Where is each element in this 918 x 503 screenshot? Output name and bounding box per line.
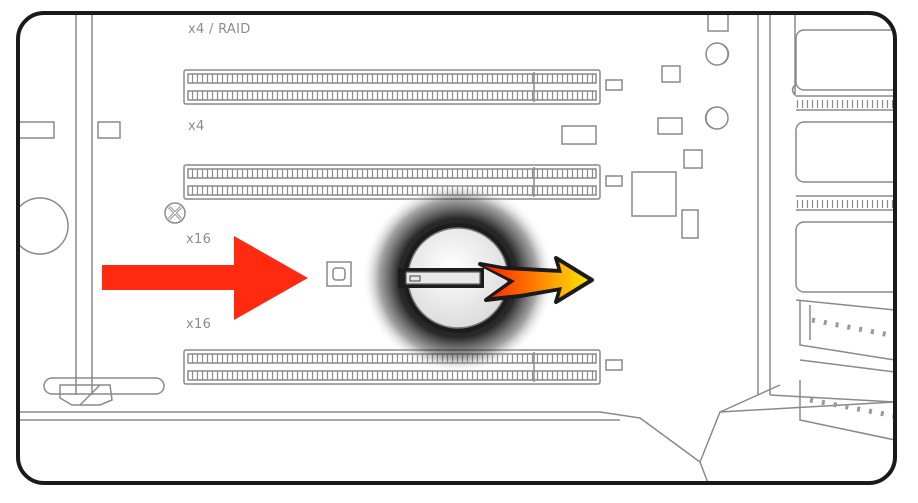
slot-label-x16-lower: x16 [186,317,212,332]
pcie-slot-2 [183,164,623,200]
small-component [326,261,352,287]
bottom-tray [18,384,895,483]
left-tab [18,121,55,139]
slot-label-x16-upper: x16 [186,232,212,247]
screw-icon [164,202,186,224]
left-circle [18,197,69,255]
board-components [561,13,730,239]
right-chassis [757,13,895,441]
slot-label-x4: x4 [188,119,205,134]
coin-battery-icon [398,223,513,333]
pcie-slot-1 [183,69,623,105]
left-rail [43,13,165,406]
red-arrow-icon [102,236,308,320]
orange-arrow-icon [478,256,594,304]
slot-label-x4-raid: x4 / RAID [188,22,251,37]
left-tab-small [97,121,121,139]
frame-border [16,11,897,485]
pcie-slot-4 [183,349,623,385]
